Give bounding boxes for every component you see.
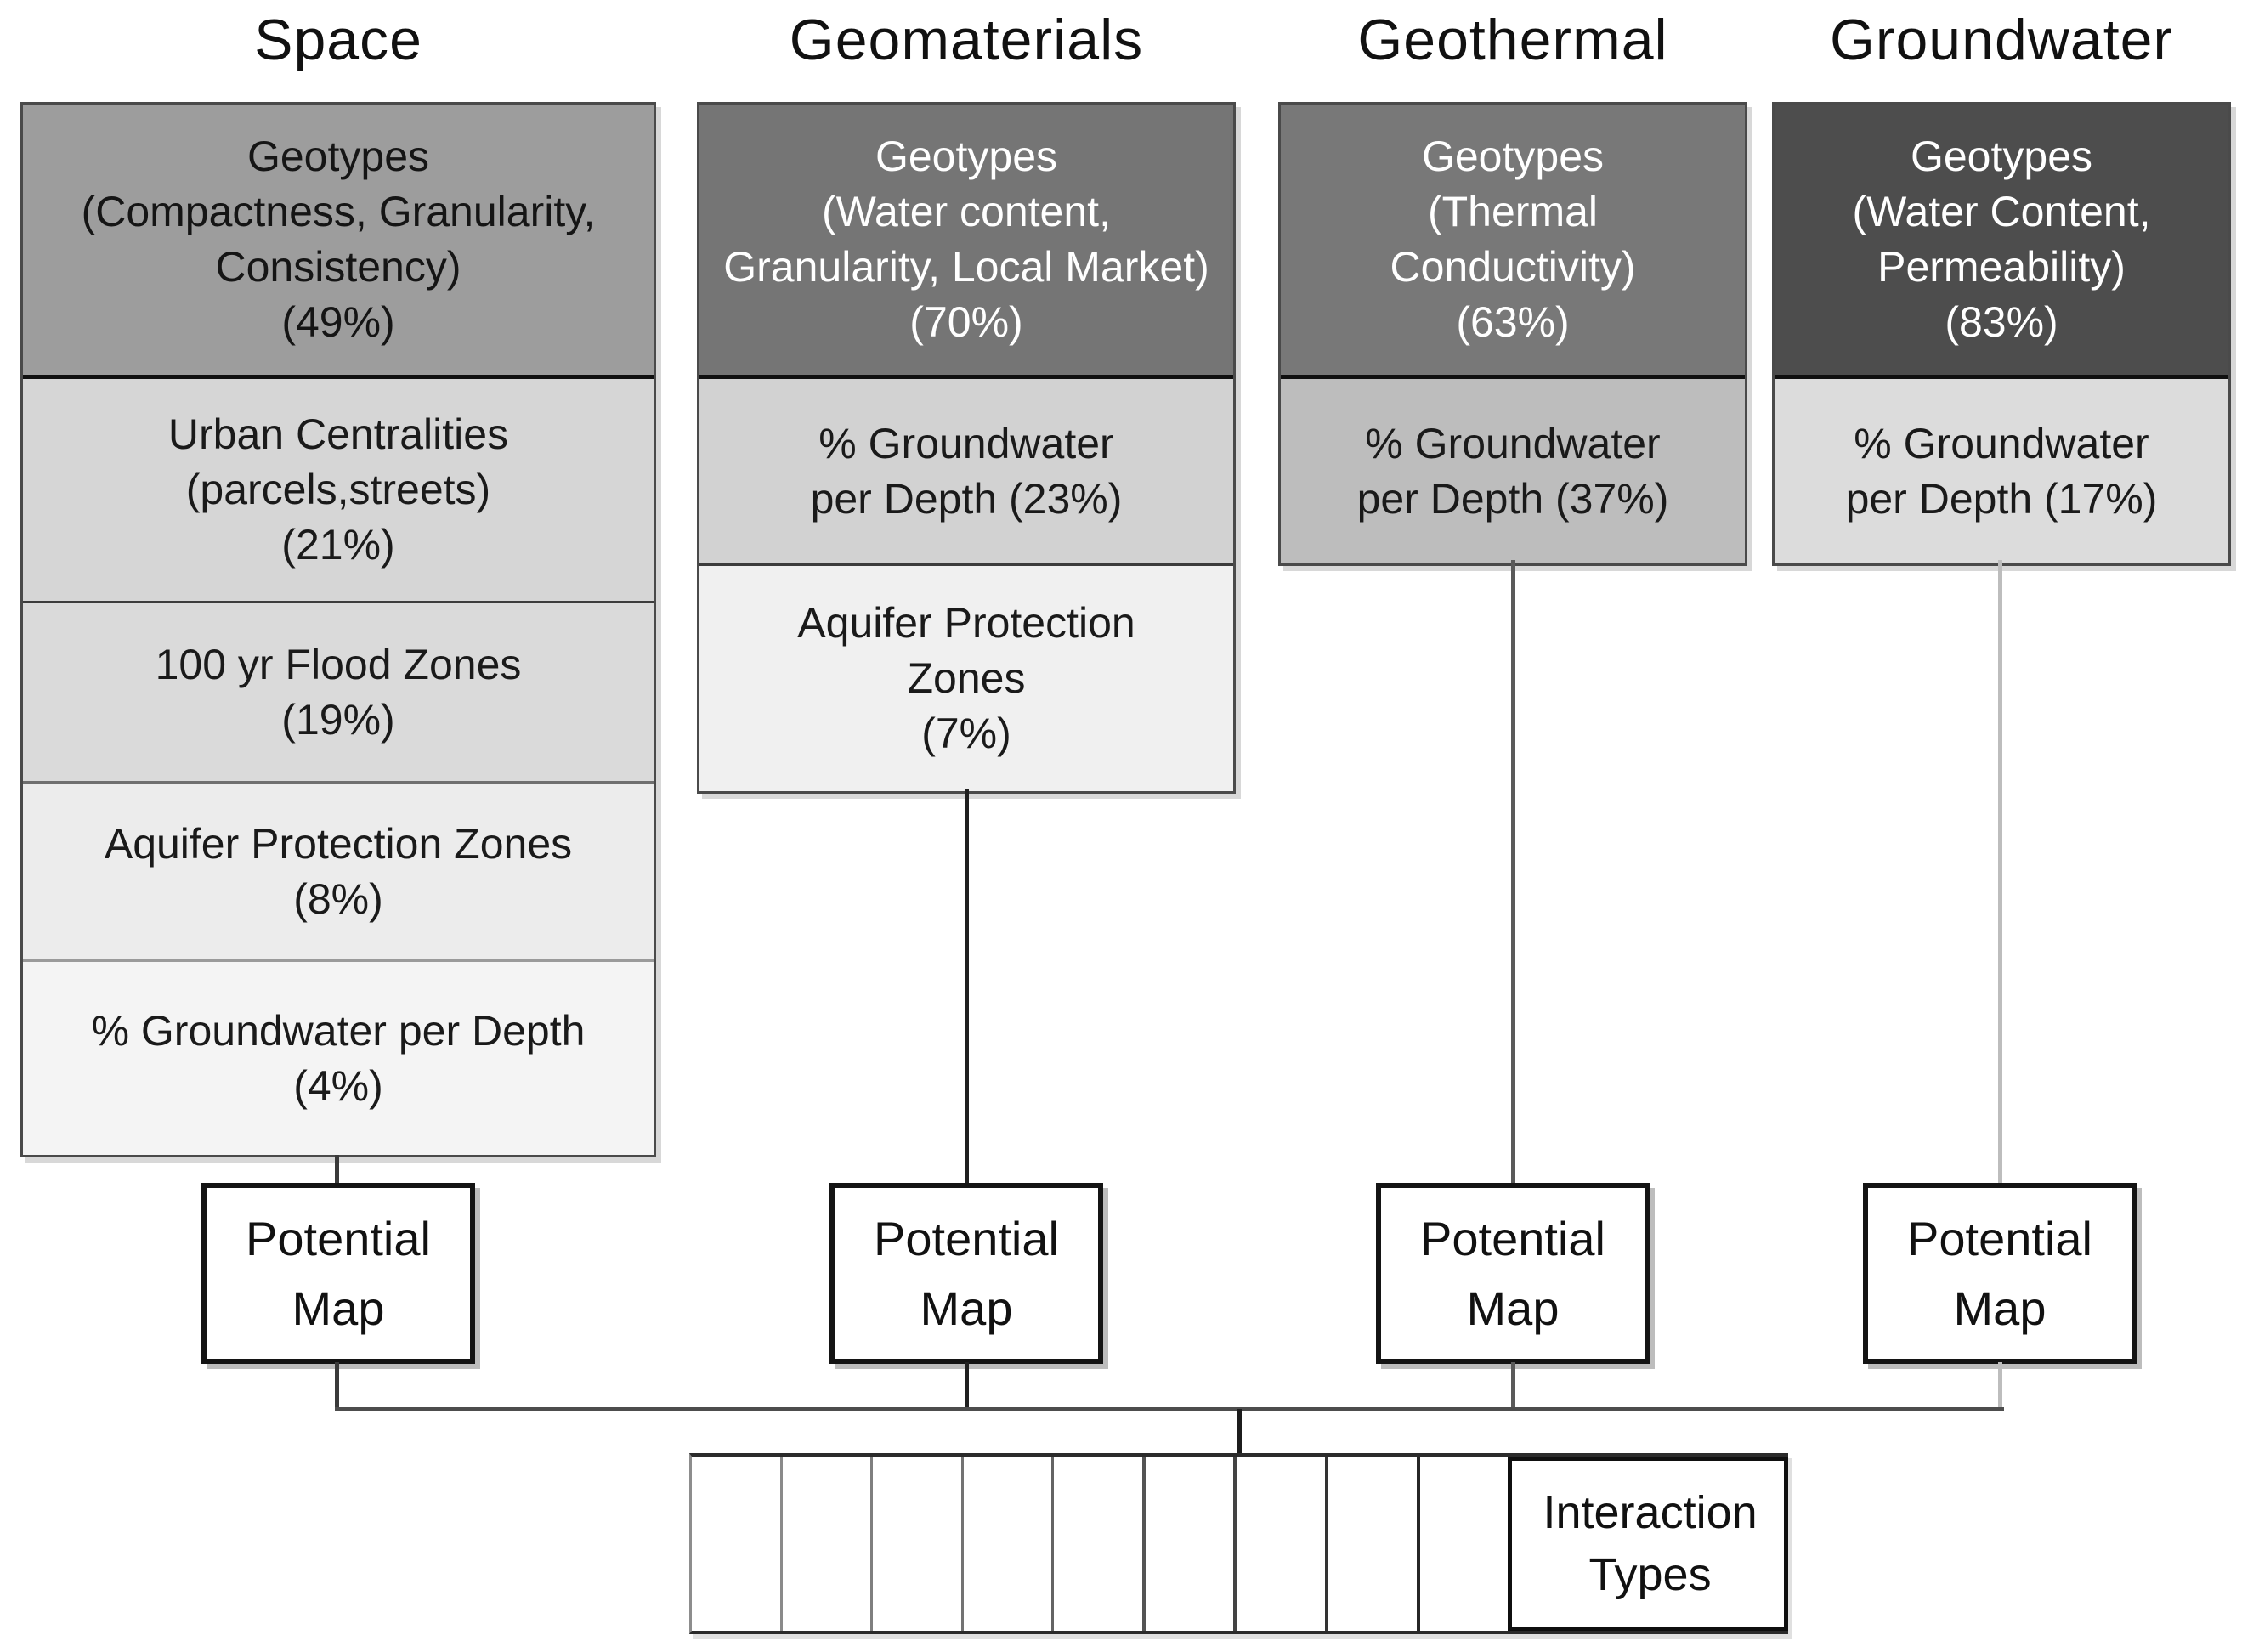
layer-geothermal-geotypes: Geotypes (Thermal Conductivity) (63%) [1281, 105, 1745, 375]
layer-geomaterials-geotypes: Geotypes (Water content, Granularity, Lo… [699, 105, 1233, 375]
potential-map-groundwater: Potential Map [1863, 1183, 2137, 1364]
column-title-geothermal: Geothermal [1357, 8, 1668, 72]
layer-space-aquifer-protection: Aquifer Protection Zones (8%) [23, 781, 654, 959]
interaction-grid-cell [1054, 1457, 1146, 1631]
stack-geothermal: Geotypes (Thermal Conductivity) (63%) % … [1278, 102, 1747, 566]
layer-space-flood-zones: 100 yr Flood Zones (19%) [23, 601, 654, 781]
interaction-grid-cell [1237, 1457, 1328, 1631]
drop-geomaterials-map [965, 1362, 969, 1409]
bus-line [335, 1407, 2004, 1411]
column-title-geomaterials: Geomaterials [789, 8, 1144, 72]
interaction-grid-cell [1145, 1457, 1237, 1631]
column-title-space: Space [254, 8, 422, 72]
interaction-grid-cell [1419, 1457, 1509, 1631]
layer-groundwater-geotypes: Geotypes (Water Content, Permeability) (… [1775, 105, 2228, 375]
potential-map-geothermal: Potential Map [1376, 1183, 1650, 1364]
layer-space-geotypes: Geotypes (Compactness, Granularity, Cons… [23, 105, 654, 375]
stack-space: Geotypes (Compactness, Granularity, Cons… [20, 102, 656, 1157]
connector-space-to-map [335, 1155, 339, 1185]
drop-groundwater-map [1998, 1362, 2002, 1409]
potential-map-geomaterials: Potential Map [829, 1183, 1103, 1364]
stack-geomaterials: Geotypes (Water content, Granularity, Lo… [697, 102, 1236, 794]
interaction-grid: Interaction Types [689, 1453, 1789, 1634]
potential-map-space: Potential Map [201, 1183, 475, 1364]
drop-geothermal-map [1511, 1362, 1515, 1409]
drop-space-map [335, 1362, 339, 1409]
layer-space-groundwater-depth: % Groundwater per Depth (4%) [23, 959, 654, 1155]
stack-groundwater: Geotypes (Water Content, Permeability) (… [1772, 102, 2231, 566]
column-title-groundwater: Groundwater [1829, 8, 2174, 72]
connector-groundwater-to-map [1998, 560, 2002, 1185]
interaction-grid-cell [692, 1457, 783, 1631]
layer-geothermal-groundwater-depth: % Groundwater per Depth (37%) [1281, 375, 1745, 563]
bus-to-grid-connector [1237, 1409, 1242, 1457]
layer-groundwater-groundwater-depth: % Groundwater per Depth (17%) [1775, 375, 2228, 563]
layer-space-urban-centralities: Urban Centralities (parcels,streets) (21… [23, 375, 654, 601]
interaction-grid-cell [963, 1457, 1055, 1631]
layer-geomaterials-groundwater-depth: % Groundwater per Depth (23%) [699, 375, 1233, 563]
connector-geomaterials-to-map [965, 789, 969, 1185]
interaction-grid-cell [782, 1457, 874, 1631]
interaction-types-box: Interaction Types [1508, 1457, 1789, 1631]
layer-geomaterials-aquifer-protection: Aquifer Protection Zones (7%) [699, 563, 1233, 791]
interaction-grid-cell [1328, 1457, 1420, 1631]
interaction-grid-cell [873, 1457, 964, 1631]
connector-geothermal-to-map [1511, 560, 1515, 1185]
